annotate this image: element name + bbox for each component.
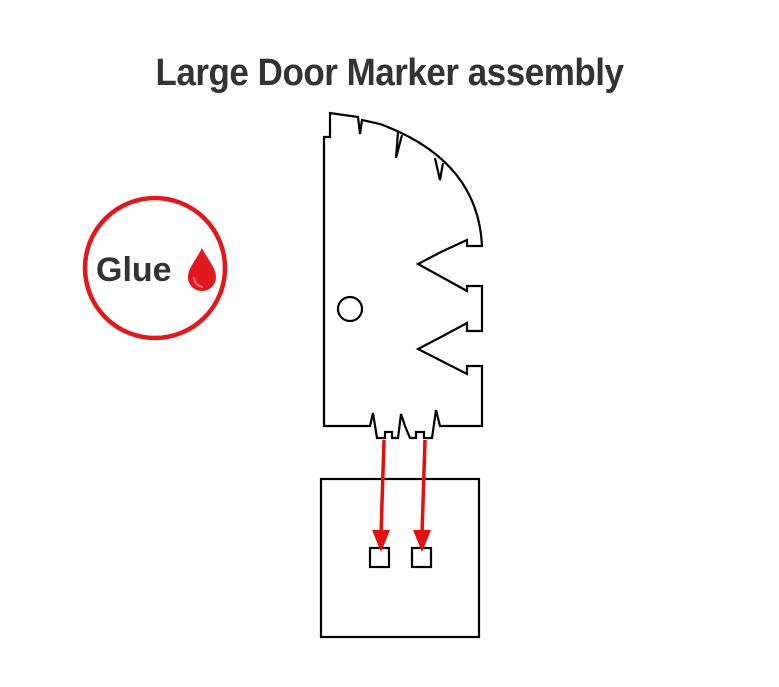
glue-label: Glue xyxy=(96,251,172,289)
base-slot-right xyxy=(410,546,433,569)
glue-drop-icon xyxy=(188,248,216,291)
arrow-left xyxy=(372,439,390,552)
base-plate xyxy=(319,477,481,639)
base-slot-left xyxy=(368,546,391,569)
glue-badge-ring xyxy=(82,195,228,341)
arrow-right xyxy=(413,439,431,552)
glue-badge: Glue xyxy=(82,195,228,341)
marker-hole xyxy=(336,295,364,323)
edge-notch-upper-right xyxy=(433,157,445,181)
marker-part-outline xyxy=(322,111,484,440)
edge-notch-top xyxy=(394,131,404,159)
diagram-title: Large Door Marker assembly xyxy=(155,52,624,94)
